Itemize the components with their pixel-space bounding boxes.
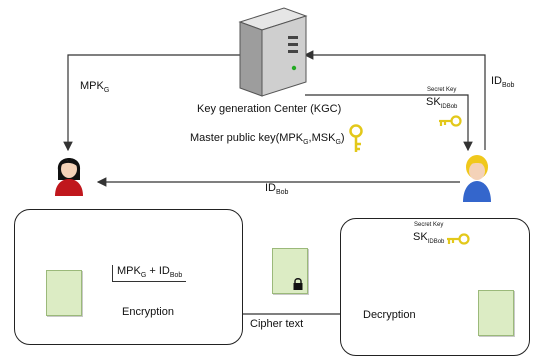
mpk-label-sub: G [103,87,110,95]
mpk-label: MPKG [80,80,109,94]
mpk-arrow [63,54,240,152]
sk-top-main: SK [426,96,441,108]
decryption-label: Decryption [363,309,416,321]
formula-label: MPKG + IDBob [112,265,187,283]
master-key-label: Master public key(MPKG,MSKG) [190,132,345,146]
sk-top-label: SKIDBob [426,96,457,110]
master-key-prefix: Master public key(MPK [190,132,304,144]
sk-top-sub: IDBob [440,104,458,111]
server-icon [238,7,308,97]
master-key-mid: ,MSK [308,132,336,144]
id-bob-mid-sub: Bob [276,189,289,197]
master-key-sub1: G [303,139,309,147]
lock-icon [293,278,303,290]
sk-bottom-label: SKIDBob [413,231,444,245]
sk-bottom-sub: IDBob [427,239,445,246]
mpk-label-main: MPK [80,80,104,92]
cipher-text-label: Cipher text [250,318,304,330]
master-key-suffix: ) [340,132,345,144]
secret-key-top-icon [439,115,462,127]
id-bob-mid-label: IDBob [265,182,288,196]
ciphertext-document [272,248,308,294]
id-bob-top-main: ID [491,75,502,87]
master-key-icon [349,124,363,152]
master-key-sub2: G [335,139,341,147]
id-bob-top-sub: Bob [502,82,515,90]
formula-sub1: G [140,272,147,280]
id-bob-mid-main: ID [265,182,276,194]
plaintext-document-left [46,270,82,316]
alice-icon [55,158,83,196]
encryption-label: Encryption [122,306,174,318]
secret-key-arrow [305,94,473,152]
formula-sub2: Bob [169,272,183,280]
secret-key-bottom-icon [447,233,470,245]
id-bob-top-label: IDBob [491,75,514,89]
formula-main1: MPK [117,265,141,277]
secret-key-caption-bottom: Secret Key [414,222,444,228]
formula-plus: + ID [146,265,170,277]
kgc-title: Key generation Center (KGC) [197,103,342,115]
id-bob-request-arrow [303,50,486,150]
bob-icon [463,155,491,202]
plaintext-document-right [478,290,514,336]
secret-key-caption-top: Secret Key [427,87,457,93]
sk-bottom-main: SK [413,231,428,243]
